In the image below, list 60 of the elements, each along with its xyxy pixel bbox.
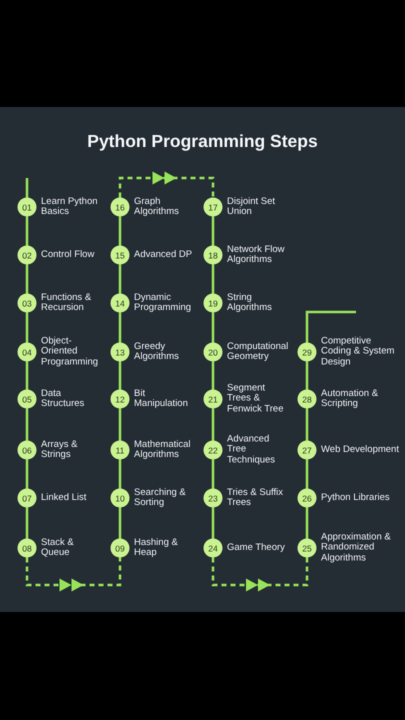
connector-line (306, 408, 308, 440)
step-label: Functions & Recursion (41, 292, 92, 314)
connector-line (118, 264, 122, 294)
step-label: Searching & Sorting (134, 488, 187, 508)
step-label: Computational Geometry (227, 342, 290, 362)
step-label: Segment Trees & Fenwick Tree (227, 384, 284, 414)
step-label: Learn Python Basics (41, 196, 99, 218)
step-label: Python Libraries (321, 492, 391, 504)
connector-line (118, 216, 122, 246)
step-label: Object-Oriented Programming (41, 336, 100, 368)
step-label: Competitive Coding & System Design (321, 336, 396, 368)
connector-line (26, 460, 28, 488)
step-label: Advanced DP (134, 250, 194, 260)
step-label: Graph Algorithms (134, 196, 180, 218)
dashed-arrow (118, 172, 214, 198)
connector-line (212, 460, 214, 488)
connector-line (26, 178, 28, 198)
connector-line (26, 508, 28, 538)
connector-line (212, 312, 214, 342)
step-label: Tries & Suffix Trees (227, 488, 284, 508)
dashed-arrow (212, 558, 308, 592)
step-label: Network Flow Algorithms (227, 244, 286, 266)
step-label: Automation & Scripting (321, 388, 380, 410)
step-label: Arrays & Strings (41, 440, 78, 460)
step-label: Mathematical Algorithms (134, 440, 192, 460)
step-label: Dynamic Programming (134, 292, 192, 314)
step-label: Control Flow (41, 250, 96, 260)
step-label: Greedy Algorithms (134, 342, 180, 362)
title: Python Programming Steps (86, 131, 319, 152)
connector-line (26, 264, 28, 294)
connector-line (118, 508, 122, 538)
connector-line (212, 508, 214, 538)
connector-line (26, 408, 28, 440)
connector-line (26, 216, 28, 246)
step-label: String Algorithms (227, 292, 273, 314)
step-label: Approximation & Randomized Algorithms (321, 532, 392, 564)
step-label: Advanced Tree Techniques (227, 434, 276, 466)
connector-line (212, 216, 214, 246)
connector-line (118, 460, 122, 488)
step-label: Stack & Queue (41, 538, 75, 558)
connector-line (212, 362, 214, 390)
step-label: Hashing & Heap (134, 538, 179, 558)
connector-line (306, 362, 308, 390)
connector-line (212, 408, 214, 440)
connector-line (306, 310, 356, 342)
dashed-arrow (26, 558, 122, 592)
connector-line (306, 508, 308, 538)
connector-line (118, 312, 122, 342)
connector-line (306, 460, 308, 488)
connector-line (118, 362, 122, 390)
step-label: Linked List (41, 492, 88, 504)
step-label: Web Development (321, 444, 400, 456)
step-label: Bit Manipulation (134, 388, 189, 410)
step-label: Disjoint Set Union (227, 196, 276, 218)
step-label: Data Structures (41, 388, 86, 410)
connector-line (26, 362, 28, 390)
step-label: Game Theory (227, 542, 286, 554)
connector-line (26, 312, 28, 342)
connector-line (118, 408, 122, 440)
connector-line (212, 264, 214, 294)
